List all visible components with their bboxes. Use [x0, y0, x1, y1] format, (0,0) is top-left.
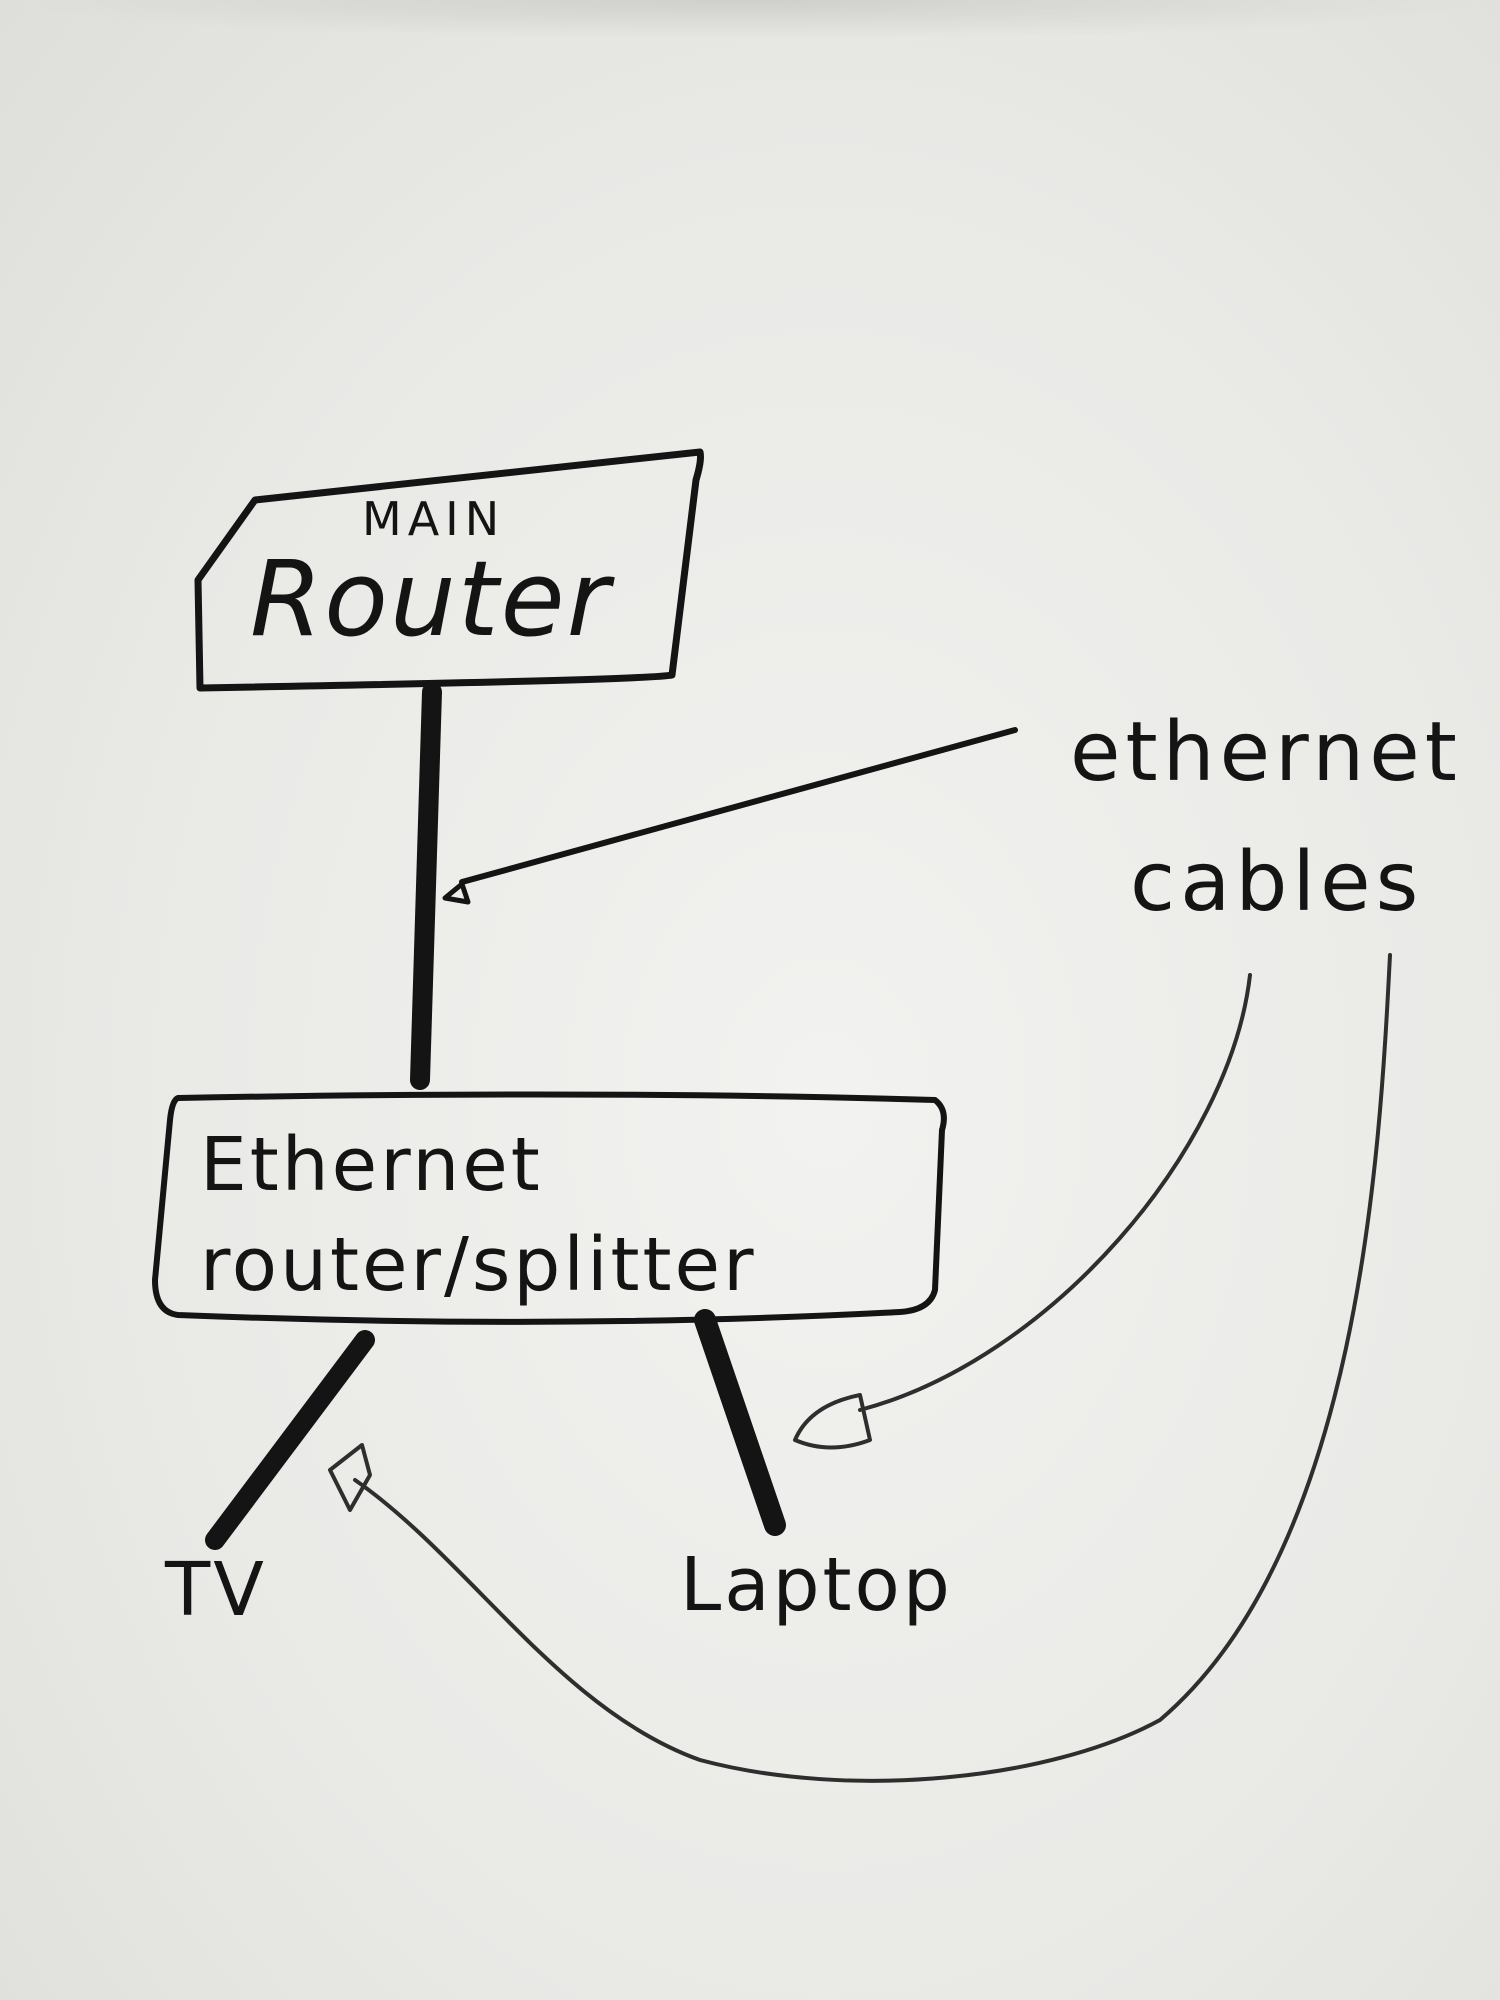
- annotation-curve-to-tv-cable: [353, 953, 1392, 1783]
- laptop-label: Laptop: [680, 1542, 953, 1628]
- main-router-label-line1: MAIN: [362, 492, 505, 546]
- annotation-label-line2: cables: [1130, 835, 1423, 930]
- ethernet-splitter-label-line1: Ethernet: [200, 1122, 543, 1208]
- cable-splitter-to-tv: [205, 1330, 375, 1550]
- annotation-label-line1: ethernet: [1070, 705, 1462, 800]
- ethernet-splitter-node: Ethernet router/splitter: [152, 1091, 947, 1325]
- cable-router-to-splitter: [410, 682, 442, 1090]
- cable-splitter-to-laptop: [694, 1309, 786, 1536]
- arrowhead-laptop-cable: [793, 1393, 872, 1450]
- tv-label: TV: [164, 1547, 267, 1633]
- ethernet-splitter-label-line2: router/splitter: [200, 1222, 757, 1308]
- main-router-label-line2: Router: [250, 538, 616, 660]
- arrowhead-tv-cable: [328, 1443, 372, 1512]
- ethernet-splitter-box: [152, 1091, 947, 1325]
- annotation-pointer-head: [442, 881, 471, 905]
- main-router-node: MAIN Router: [194, 448, 704, 692]
- main-router-box: [194, 448, 704, 692]
- photo-shadow: [0, 0, 1500, 40]
- annotation-pointer-line: [459, 727, 1018, 885]
- annotation-curve-to-laptop-cable: [858, 973, 1252, 1412]
